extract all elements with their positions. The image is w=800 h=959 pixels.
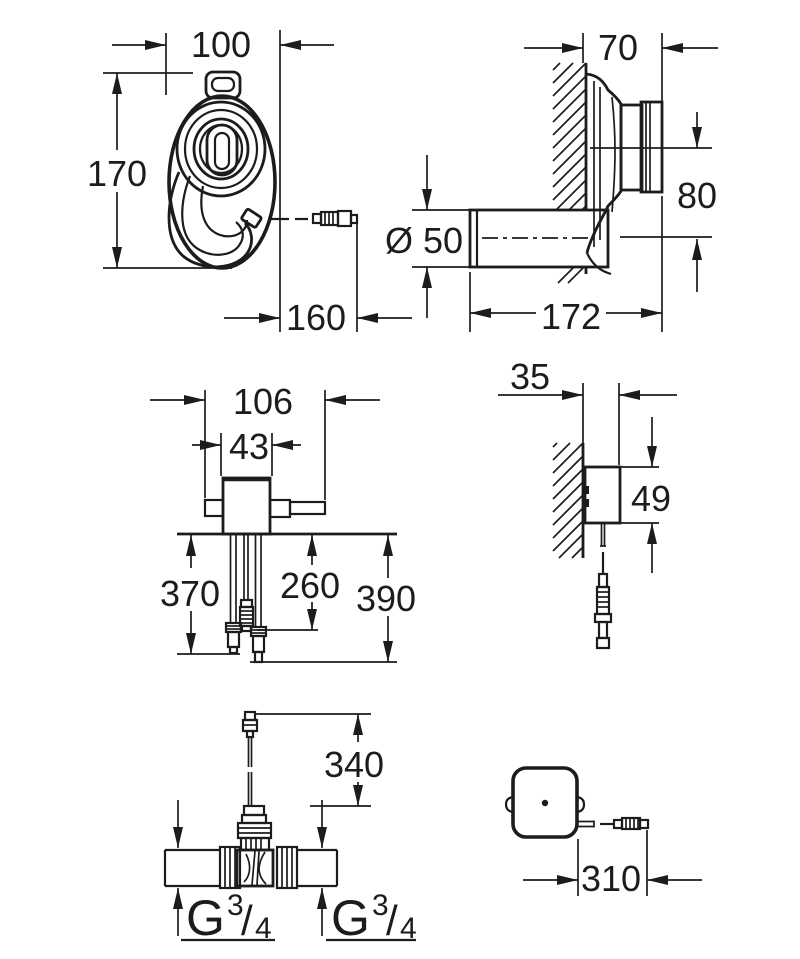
pipe-stub-right <box>268 498 292 519</box>
coiled-hose <box>167 100 267 269</box>
supply-pipe <box>468 208 610 269</box>
view-spout-side: 70 80 Ø 50 172 <box>385 27 718 337</box>
dim-control-unit-cable: 160 <box>224 223 412 338</box>
side-tab-left <box>504 795 514 814</box>
dim-label-390: 390 <box>356 578 416 619</box>
dim-cable-middle: 260 <box>257 535 340 631</box>
dim-label-172: 172 <box>541 296 601 337</box>
dim-label-100: 100 <box>191 24 251 65</box>
dim-sensor-depth: 35 <box>498 356 677 465</box>
side-tab-right <box>576 795 586 814</box>
dim-label-340: 340 <box>324 744 384 785</box>
dim-label-70: 70 <box>598 27 638 68</box>
pipe-extension-right <box>288 500 327 516</box>
view-sensor-side: 35 49 <box>498 356 677 650</box>
wall-hatching-middle <box>552 442 585 559</box>
dim-sensor-height: 49 <box>621 417 671 573</box>
hose-connector-left <box>224 621 243 655</box>
dim-label-dia50: Ø 50 <box>385 220 463 261</box>
hose-connector-right <box>249 625 268 664</box>
control-unit-cable-connector <box>271 209 359 228</box>
mounting-tab <box>204 70 242 100</box>
dim-label-310: 310 <box>581 858 641 899</box>
dim-label-160: 160 <box>286 297 346 338</box>
sensor-housing-side <box>583 465 622 525</box>
hose-outlet <box>240 207 263 229</box>
dim-label-80: 80 <box>677 175 717 216</box>
sensor-box-side <box>583 465 622 525</box>
thread-size-left: G 3 / 4 <box>186 889 272 946</box>
dim-mixer-body-width: 43 <box>192 426 301 476</box>
dim-label-43: 43 <box>229 426 269 467</box>
sensor-dot <box>541 799 549 807</box>
valve-center-body <box>235 848 275 888</box>
sensor-front-cable-connector <box>577 816 650 831</box>
wall-hatching-top <box>552 62 588 284</box>
control-unit-housing <box>167 70 277 270</box>
dim-spout-height-offset: 80 <box>590 112 717 292</box>
view-valve-front: 340 G 3 / 4 G 3 / 4 <box>163 710 417 946</box>
mixer-housing <box>221 476 272 536</box>
thread-size-right: G 3 / 4 <box>331 889 417 946</box>
dim-thread-left: G 3 / 4 <box>173 800 275 946</box>
dim-label-49: 49 <box>631 478 671 519</box>
escutcheon-outline <box>585 72 623 254</box>
dim-label-35: 35 <box>510 356 550 397</box>
dim-thread-right: G 3 / 4 <box>317 800 417 946</box>
spout-front-cap <box>639 100 664 194</box>
cable-connector-middle <box>238 598 255 633</box>
spout-body <box>468 72 664 276</box>
pipe-stub-left <box>203 498 225 518</box>
dim-label-260: 260 <box>280 565 340 606</box>
sensor-box-front <box>504 766 586 839</box>
mixer-body <box>177 476 397 536</box>
dim-label-370: 370 <box>160 573 220 614</box>
dim-hose-left: 370 <box>160 535 240 655</box>
dim-label-170: 170 <box>87 153 147 194</box>
dim-control-unit-width: 100 <box>112 24 334 332</box>
dim-spout-wall-offset: 70 <box>524 27 718 101</box>
dim-sensor-cable: 310 <box>523 830 702 899</box>
sensor-cable-connector <box>593 523 613 650</box>
view-mixer-front: 106 43 370 260 390 <box>150 381 416 664</box>
mixer-hoses <box>224 534 268 664</box>
view-control-unit-front: 100 170 160 <box>87 24 412 338</box>
dim-spout-diameter: Ø 50 <box>385 155 470 318</box>
dim-control-unit-height: 170 <box>87 72 232 269</box>
view-sensor-front: 310 <box>504 766 702 899</box>
dim-valve-cable: 340 <box>255 713 384 807</box>
valve-cable-connector-top <box>241 710 259 806</box>
dim-label-106: 106 <box>233 381 293 422</box>
valve-body <box>163 804 339 890</box>
dim-hose-right: 390 <box>250 535 416 663</box>
sensor-housing-front <box>511 766 579 839</box>
dim-spout-length: 172 <box>469 196 663 337</box>
